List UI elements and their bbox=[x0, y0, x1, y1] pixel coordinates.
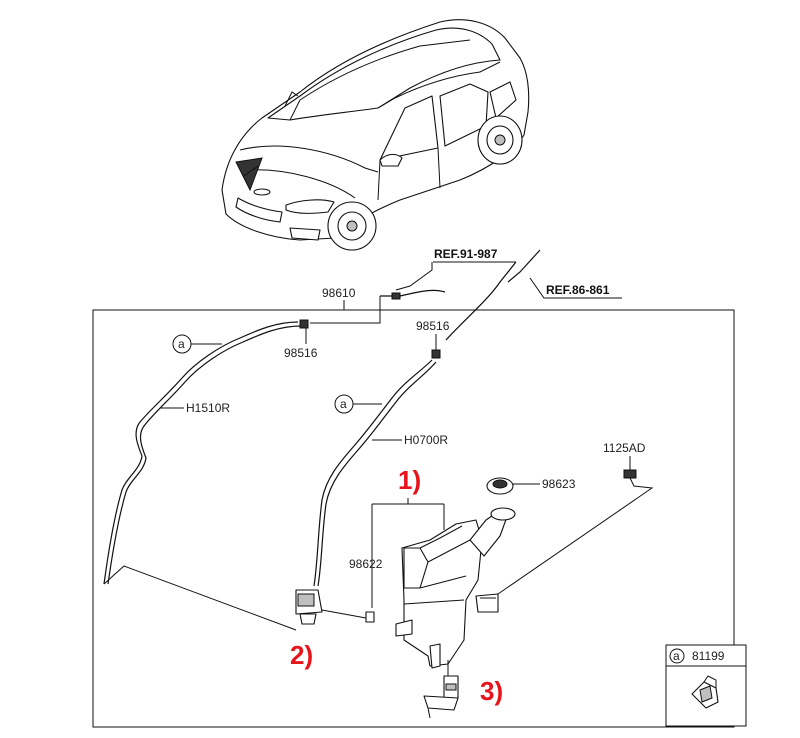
part-98610-label: 98610 bbox=[322, 286, 356, 300]
hose-h0700r-label: H0700R bbox=[404, 433, 448, 447]
clip-inset: a 81199 bbox=[665, 644, 747, 727]
washer-reservoir bbox=[371, 498, 516, 669]
marker-a-3: a bbox=[673, 649, 680, 663]
callout-3: 3) bbox=[480, 676, 503, 706]
hose-h1510r: H1510R bbox=[103, 321, 302, 585]
part-98516-left-label: 98516 bbox=[284, 346, 318, 360]
marker-a-1: a bbox=[172, 334, 222, 354]
part-98622-label: 98622 bbox=[349, 557, 383, 571]
reference-leaders: REF.91-987 REF.86-861 bbox=[380, 247, 622, 341]
svg-text:a: a bbox=[340, 397, 347, 411]
bolt-1125ad: 1125AD bbox=[497, 441, 654, 595]
connector-98516-left: 98516 bbox=[284, 319, 318, 360]
washer-pump bbox=[103, 565, 367, 631]
part-1125ad-label: 1125AD bbox=[603, 441, 646, 455]
main-assembly-frame bbox=[92, 309, 735, 728]
ref-label-86-861: REF.86-861 bbox=[546, 283, 610, 297]
callout-1: 1) bbox=[398, 465, 421, 495]
marker-a-2: a bbox=[334, 394, 382, 414]
hose-h1510r-label: H1510R bbox=[186, 401, 230, 415]
ref-label-91-987: REF.91-987 bbox=[434, 247, 498, 261]
callout-2: 2) bbox=[290, 640, 313, 670]
part-98516-right-label: 98516 bbox=[416, 319, 450, 333]
connector-98516-right: 98516 bbox=[416, 319, 450, 359]
svg-text:a: a bbox=[178, 337, 185, 351]
reservoir-cap: 98623 bbox=[486, 477, 576, 495]
car-illustration bbox=[221, 19, 530, 251]
part-98623-label: 98623 bbox=[542, 477, 576, 491]
part-81199-label: 81199 bbox=[692, 649, 725, 663]
hose-h0700r: H0700R bbox=[313, 359, 448, 587]
level-sensor bbox=[423, 660, 459, 719]
pump-connector bbox=[365, 611, 375, 623]
